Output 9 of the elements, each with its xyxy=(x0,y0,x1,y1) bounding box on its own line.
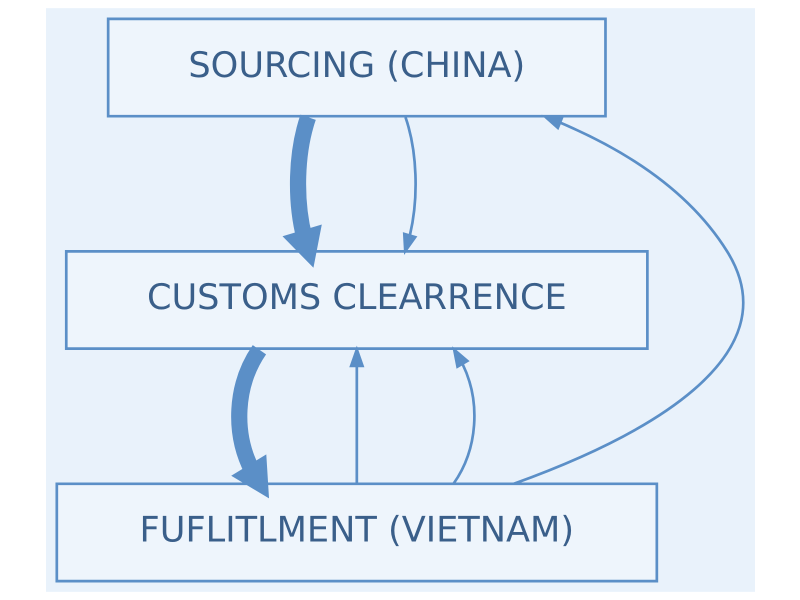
node-box: CUSTOMS CLEARRENCE xyxy=(64,250,648,350)
node-box: FUFLITLMENT (VIETNAM) xyxy=(54,482,658,582)
node-box: SOURCING (CHINA) xyxy=(106,18,606,118)
arrow xyxy=(512,114,744,486)
arrow xyxy=(348,346,364,484)
arrow xyxy=(282,114,322,268)
arrow xyxy=(230,345,269,498)
arrow xyxy=(402,116,417,255)
arrow xyxy=(452,346,476,484)
